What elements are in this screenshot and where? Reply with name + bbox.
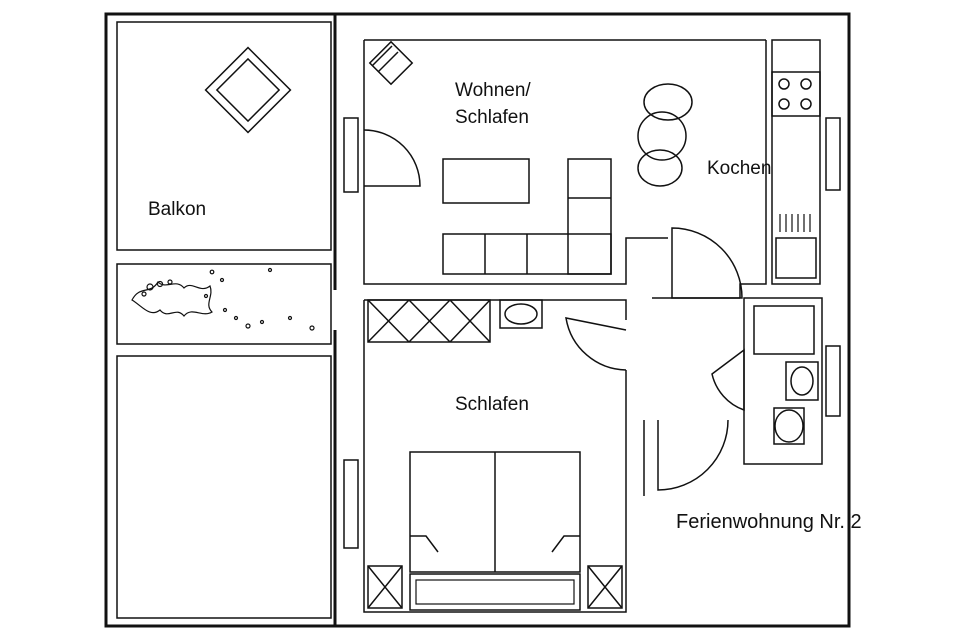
- balcony: [104, 12, 337, 628]
- room-label-living-line2: Schlafen: [455, 107, 529, 128]
- room-label-living-line1: Wohnen/: [455, 80, 531, 101]
- coffee-table: [442, 158, 530, 204]
- washbasin: [499, 299, 543, 329]
- bathroom-basin: [790, 366, 814, 396]
- windows: [343, 117, 841, 549]
- room-label-kitchen: Kochen: [707, 158, 771, 179]
- bathroom-fixtures: [753, 305, 819, 445]
- bedroom-furniture: [367, 299, 623, 611]
- nightstand-left: [367, 565, 403, 609]
- sofa: [442, 158, 612, 275]
- shower: [753, 305, 815, 355]
- doors: [363, 129, 745, 491]
- outer-walls: [332, 12, 851, 628]
- room-label-bedroom: Schlafen: [455, 394, 529, 415]
- wardrobe: [367, 299, 491, 343]
- lounge-chair: [204, 46, 292, 134]
- living-furniture: [368, 40, 612, 275]
- stove: [771, 71, 821, 117]
- plan-caption: Ferienwohnung Nr. 2: [676, 511, 862, 533]
- toilet: [773, 407, 805, 445]
- dining-set: [637, 83, 693, 187]
- armchair: [368, 40, 414, 86]
- double-bed: [409, 451, 581, 573]
- plant-bed: [131, 267, 315, 331]
- bench: [409, 573, 581, 611]
- room-label-balcony: Balkon: [148, 199, 206, 220]
- nightstand-right: [587, 565, 623, 609]
- kitchen-sink: [775, 214, 817, 279]
- kitchen-furniture: [637, 39, 821, 285]
